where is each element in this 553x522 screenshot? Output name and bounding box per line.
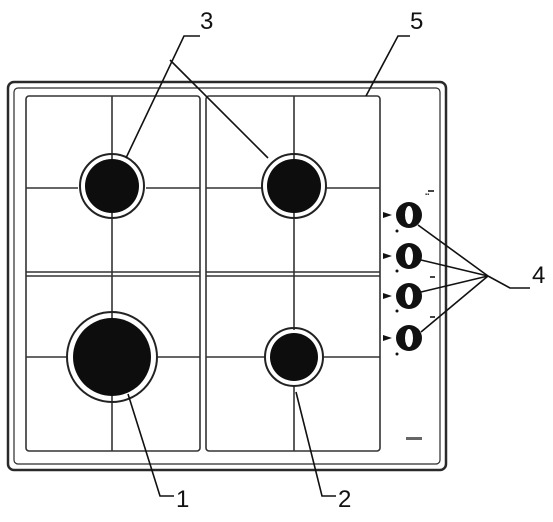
burner-top-left <box>79 153 145 219</box>
callout-3: 3 <box>200 8 214 35</box>
knob-1: ▪▪ <box>383 192 429 233</box>
brand-mark <box>406 437 422 440</box>
callout-1: 1 <box>176 486 190 513</box>
svg-text:▪▪: ▪▪ <box>425 192 429 198</box>
burner-bottom-left-large <box>66 311 158 403</box>
hob-frame <box>6 80 448 472</box>
pan-support-left <box>25 95 201 452</box>
callout-5: 5 <box>410 8 424 35</box>
burner-bottom-right-small <box>264 327 324 387</box>
callout-2: 2 <box>338 486 352 513</box>
knob-2 <box>383 243 422 273</box>
callout-4: 4 <box>532 262 546 289</box>
pan-support-right <box>205 95 381 452</box>
knob-3 <box>383 283 422 313</box>
knob-marks <box>428 190 435 318</box>
burner-top-right <box>261 153 327 219</box>
leader-lines <box>125 35 530 497</box>
knob-4 <box>383 325 422 356</box>
